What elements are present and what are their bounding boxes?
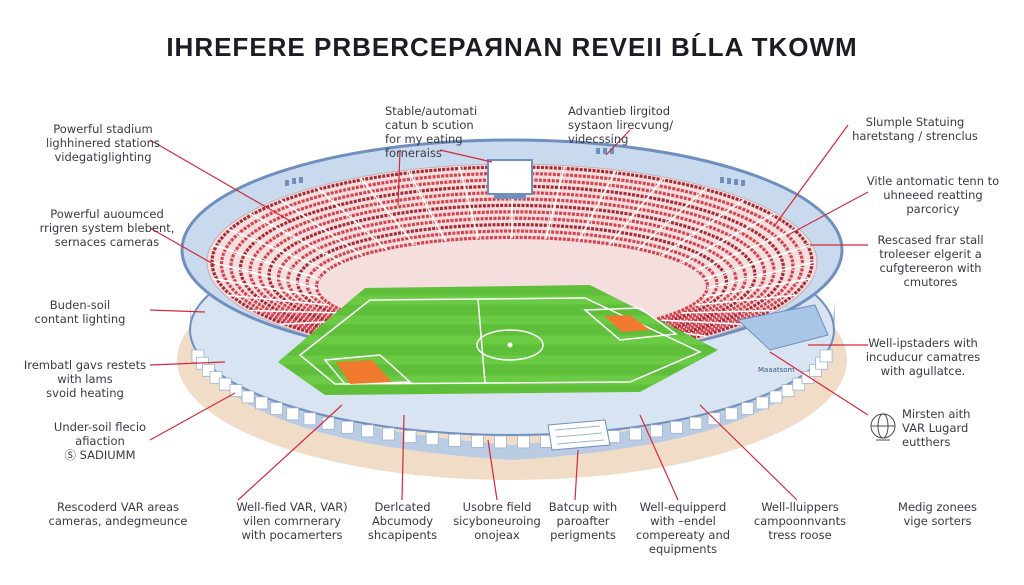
aisle-line (660, 198, 745, 257)
facade-panel (494, 435, 507, 449)
aisle-line (695, 294, 797, 306)
facade-panel (241, 390, 255, 404)
facade-panel (689, 416, 703, 430)
penalty-area-right (604, 315, 650, 332)
aisle-line (249, 212, 344, 264)
callout-backup-equipment: Batcup with paroafter perigments (548, 500, 618, 542)
callout-usable-field: Usobre field sicyboneuroing onojeax (453, 500, 541, 542)
callout-dedicated-shipments: Derlcated Abcumody shcapipents (367, 500, 438, 542)
aisle-line (608, 177, 665, 246)
callout-var-areas: Rescoderd VAR areas cameras, andegmeunce (48, 500, 188, 528)
aisle-line (279, 198, 364, 257)
aisle-line (249, 309, 344, 314)
facade-panel (321, 416, 335, 430)
facade-panel (403, 430, 417, 444)
facade-panel (303, 412, 317, 426)
aisle-line (359, 177, 416, 246)
facade-panel (649, 424, 663, 438)
aisle-line (213, 244, 321, 281)
callout-lighting-video-system: Advantieb lirgitod systaon lirecvung/ vi… (568, 104, 674, 146)
aisle-line (213, 278, 321, 298)
callout-automated-camera-system: Powerful auoumced rrigren system blebent… (39, 207, 175, 249)
aisle-line (680, 212, 775, 264)
glass-hospitality-box (736, 304, 829, 351)
aisle-line (577, 170, 617, 242)
facade-panel (629, 427, 642, 441)
callout-heating-system: Irembatl gavs restets with lams svoid he… (23, 358, 147, 400)
aisle-line (706, 261, 816, 289)
aisle-line (680, 309, 775, 314)
aisle-line (703, 244, 811, 281)
main-entrance (547, 419, 611, 451)
facade-panel (471, 434, 484, 448)
facade-panel (819, 349, 833, 363)
callout-automatic-seating-capacity: Vitle antomatic tenn to uhneeed reatting… (866, 174, 1000, 216)
callout-indoor-cameras: Well-ipstaders with incuducur camatres w… (865, 336, 981, 378)
callout-structure-status: Slumple Statuing haretstang / strenclus (852, 115, 978, 143)
facade-panel (607, 430, 621, 444)
callout-leader-lines (149, 124, 869, 501)
callout-under-soil-field: Under-soil flecio afiaction Ⓢ SADIUMM (53, 420, 147, 462)
page-title: IHREFERE PRBERCEPAЯNAN REVEII BĹLA TKOWM (166, 32, 858, 62)
facade-panel (361, 424, 375, 438)
facade-panel (218, 377, 232, 391)
callout-var-guard: Mirsten aith VAR Lugard eutthers (902, 407, 971, 449)
facade-panel (270, 402, 283, 415)
aisle-line (316, 187, 388, 251)
aisle-line (636, 187, 708, 251)
aisle-line (458, 166, 479, 239)
facade-panel (769, 390, 783, 404)
facade-panel (741, 402, 754, 415)
facade-panel (425, 432, 439, 446)
screen-mount (494, 194, 526, 199)
callout-var-commentary: Well-fied VAR, VAR) vilen comrnerary wit… (236, 500, 348, 542)
floodlight-array-left (285, 177, 303, 186)
pitch-stripes (278, 295, 718, 385)
callout-automated-seating: Stable/automati catun b scution for my e… (385, 104, 478, 160)
aisle-line (694, 228, 798, 272)
facade-panel (755, 396, 769, 410)
floodlight-array-right (720, 177, 745, 186)
aisle-line (208, 261, 318, 289)
facade-panel (724, 407, 738, 421)
aisle-line (226, 228, 330, 272)
camera-globe-icon (870, 413, 896, 441)
callout-stall-sensors: Rescased frar stall troleeser elgerit a … (877, 233, 984, 289)
callout-floodlight-stations: Powerful stadium lighhinered stations vi… (46, 122, 160, 164)
aisle-line (661, 319, 745, 326)
facade-panel (255, 396, 269, 410)
aisle-line (703, 278, 811, 298)
floodlight-array-center (596, 148, 614, 154)
stadium-sign: Maaatsom (758, 366, 795, 374)
penalty-area-left (336, 360, 392, 384)
video-screen (487, 159, 533, 195)
seating-aisles (208, 165, 816, 359)
aisle-line (545, 166, 566, 239)
callout-media-zones: Medig zonees vige sorters (898, 500, 977, 528)
aisle-line (407, 170, 447, 242)
facade-panel (382, 427, 395, 441)
pitch-markings (298, 297, 702, 385)
callout-press-rooms: Well-lluippers campoonnvants tress roose (753, 500, 847, 542)
aisle-line (227, 294, 329, 306)
facade-panel (517, 435, 530, 449)
callout-well-equipped: Well-equipperd with –endel compereaty an… (635, 500, 731, 556)
facade-panel (286, 407, 300, 421)
facade-panel (670, 420, 683, 434)
callout-under-soil-lighting: Buden-soil contant lighting (34, 298, 126, 326)
facade-panel (781, 384, 795, 398)
facade-panel (448, 433, 462, 447)
facade-panel (341, 420, 354, 434)
